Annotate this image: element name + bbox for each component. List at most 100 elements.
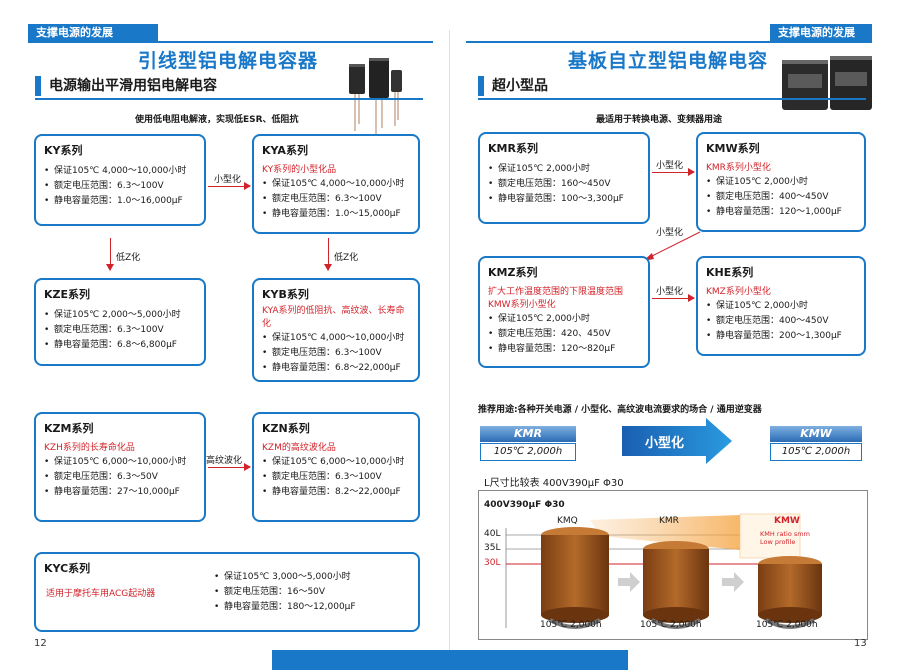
spec-item: 保证105℃ 6,000～10,000小时 [44, 455, 196, 470]
arrow-label-kya-kyb: 低Z化 [334, 253, 359, 263]
snapin-capacitor-photo [780, 54, 876, 114]
spec-item: 额定电压范围：6.3～100V [262, 470, 410, 485]
spec-item: 静电容量范围：100～3,300μF [488, 192, 640, 207]
spec-item: 静电容量范围：8.2～22,000μF [262, 485, 410, 500]
right-subtitle: 最适用于转换电源、变频器用途 [596, 115, 723, 125]
series-note: KZM的高纹波化品 [262, 443, 336, 453]
series-title: KZM系列 [44, 422, 94, 435]
series-box-kyb: KYB系列 KYA系列的低阻抗、高纹波、长寿命化 保证105℃ 4,000～10… [252, 278, 420, 382]
spec-item: 保证105℃ 4,000～10,000小时 [262, 177, 410, 192]
spec-item: 静电容量范围：1.0～15,000μF [262, 207, 410, 222]
y-tick-30l: 30L [484, 558, 501, 568]
series-note: KY系列的小型化品 [262, 165, 337, 175]
series-box-kzn: KZN系列 KZM的高纹波化品 保证105℃ 6,000～10,000小时 额定… [252, 412, 420, 522]
lead-capacitor-photo [345, 56, 405, 134]
arrow-label-kmz-khe: 小型化 [656, 287, 684, 297]
right-page-number: 13 [854, 638, 867, 649]
cap-name-kmq: KMQ [557, 516, 578, 526]
series-title: KMW系列 [706, 142, 760, 155]
spec-item: 保证105℃ 4,000～10,000小时 [44, 164, 196, 179]
spec-item: 保证105℃ 4,000～10,000小时 [262, 331, 410, 346]
arrow-kmz-to-khe [652, 294, 695, 302]
left-tab-line [28, 41, 433, 43]
spec-item: 静电容量范围：6.8～22,000μF [262, 361, 410, 376]
series-title: KMZ系列 [488, 266, 538, 279]
product-tag-kmr: KMR [480, 426, 576, 442]
series-box-kmr: KMR系列 保证105℃ 2,000小时 额定电压范围：160～450V 静电容… [478, 132, 650, 224]
left-subtitle: 使用低电阻电解液，实现低ESR、低阻抗 [135, 115, 299, 125]
right-tab-line [466, 41, 872, 43]
arrow-ky-to-kze [106, 238, 114, 271]
spec-item: 额定电压范围：160～450V [488, 177, 640, 192]
cap-spec-kmw: 105℃ 2,000h [756, 620, 818, 630]
spec-item: 静电容量范围：27～10,000μF [44, 485, 196, 500]
arrow-label-kzm-kzn: 高纹波化 [206, 456, 243, 466]
spec-item: 保证105℃ 3,000～5,000小时 [214, 570, 356, 585]
right-section-heading: 超小型品 [478, 76, 548, 96]
cap-spec-kmr: 105℃ 2,000h [640, 620, 702, 630]
series-title: KYA系列 [262, 144, 308, 157]
product-tag-kmw: KMW [770, 426, 862, 442]
spec-item: 保证105℃ 2,000小时 [488, 312, 640, 327]
size-comparison-note: L尺寸比较表 400V390μF Φ30 [484, 478, 624, 489]
spec-item: 静电容量范围：200～1,300μF [706, 329, 856, 344]
cap-name-kmw: KMW [774, 516, 800, 526]
page-divider [449, 30, 450, 650]
chart-graphics [505, 513, 822, 629]
spec-item: 额定电压范围：6.3～100V [262, 192, 410, 207]
spec-item: 保证105℃ 2,000小时 [706, 299, 856, 314]
spec-item: 额定电压范围：6.3～100V [262, 346, 410, 361]
miniaturize-label: 小型化 [645, 436, 685, 451]
series-box-kya: KYA系列 KY系列的小型化品 保证105℃ 4,000～10,000小时 额定… [252, 134, 420, 234]
y-tick-35l: 35L [484, 543, 501, 553]
bottom-blue-bar [272, 650, 628, 670]
series-box-khe: KHE系列 KMZ系列小型化 保证105℃ 2,000小时 额定电压范围：400… [696, 256, 866, 356]
series-box-kmz: KMZ系列 扩大工作温度范围的下限温度范围KMW系列小型化 保证105℃ 2,0… [478, 256, 650, 368]
series-note: KZH系列的长寿命化品 [44, 443, 135, 453]
product-spec-kmw: 105℃ 2,000h [770, 443, 862, 461]
arrow-label-ky-kya: 小型化 [214, 175, 242, 185]
arrow-label-kmr-kmw: 小型化 [656, 161, 684, 171]
series-title: KZE系列 [44, 288, 91, 301]
chart-header: 400V390μF Φ30 [484, 500, 565, 510]
arrow-kya-to-kyb [324, 238, 332, 271]
arrow-kmw-to-kmz [643, 231, 701, 261]
kmw-note: KMH ratio smm Low profile [760, 530, 810, 546]
series-note: 扩大工作温度范围的下限温度范围KMW系列小型化 [488, 287, 624, 310]
arrow-label-ky-kze: 低Z化 [116, 253, 141, 263]
cap-spec-kmq: 105℃ 2,000h [540, 620, 602, 630]
spec-item: 保证105℃ 2,000小时 [488, 162, 640, 177]
right-section-rule [478, 98, 866, 100]
arrow-ky-to-kya [208, 182, 251, 190]
series-title: KYB系列 [262, 288, 309, 301]
series-box-kzm: KZM系列 KZH系列的长寿命化品 保证105℃ 6,000～10,000小时 … [34, 412, 206, 522]
series-box-kze: KZE系列 保证105℃ 2,000～5,000小时 额定电压范围：6.3～10… [34, 278, 206, 366]
arrow-kzm-to-kzn [208, 463, 251, 471]
left-page-number: 12 [34, 638, 47, 649]
spec-item: 额定电压范围：6.3～50V [44, 470, 196, 485]
cap-name-kmr: KMR [659, 516, 679, 526]
arrow-label-kmw-kmz: 小型化 [656, 228, 684, 238]
spec-item: 额定电压范围：16～50V [214, 585, 356, 600]
series-title: KY系列 [44, 144, 83, 157]
series-title: KMR系列 [488, 142, 538, 155]
spec-item: 额定电压范围：6.3～100V [44, 179, 196, 194]
left-page-tab: 支撑电源的发展 [28, 24, 158, 42]
miniaturize-big-arrow [622, 418, 732, 464]
series-title: KZN系列 [262, 422, 310, 435]
spec-item: 静电容量范围：120～1,000μF [706, 205, 856, 220]
spec-item: 静电容量范围：6.8～6,800μF [44, 338, 196, 353]
series-note: KMR系列小型化 [706, 163, 771, 173]
spec-item: 额定电压范围：400～450V [706, 314, 856, 329]
left-page-title: 引线型铝电解电容器 [138, 50, 319, 72]
spec-item: 静电容量范围：1.0～16,000μF [44, 194, 196, 209]
series-title: KHE系列 [706, 266, 754, 279]
series-title: KYC系列 [44, 562, 91, 575]
spec-item: 额定电压范围：6.3～100V [44, 323, 196, 338]
spec-item: 保证105℃ 6,000～10,000小时 [262, 455, 410, 470]
spec-item: 保证105℃ 2,000～5,000小时 [44, 308, 196, 323]
spec-item: 额定电压范围：420、450V [488, 327, 640, 342]
series-note: 适用于摩托车用ACG起动器 [46, 589, 156, 599]
right-page-title: 基板自立型铝电解电容 [568, 50, 769, 72]
usage-text: 推荐用途:各种开关电源 / 小型化、高纹波电流要求的场合 / 通用逆变器 [478, 405, 762, 415]
